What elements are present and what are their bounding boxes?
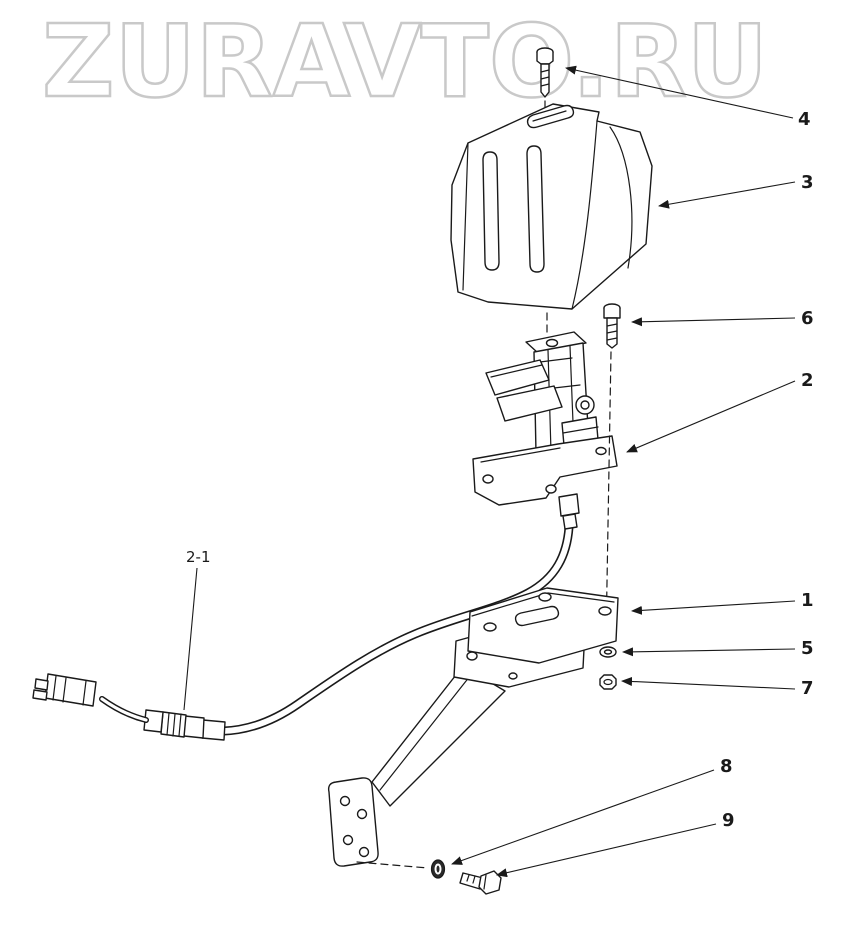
callout-label-8: 8	[720, 756, 733, 777]
lever-assembly-2	[472, 331, 618, 506]
fastener-axis-line	[356, 861, 429, 869]
leader-line-2	[626, 380, 796, 453]
leader-line-3	[658, 181, 796, 209]
leader-line-7	[621, 676, 796, 690]
leader-line-6	[631, 317, 796, 327]
callout-label-5: 5	[801, 638, 814, 659]
mounting-plate-1	[467, 587, 619, 664]
bolt-6-axis-line	[605, 351, 612, 641]
callout-label-7: 7	[801, 678, 814, 699]
lock-washer-8	[430, 859, 446, 879]
nut-7	[599, 674, 617, 690]
callout-label-9: 9	[722, 810, 735, 831]
leader-lines	[183, 65, 796, 878]
screw-4	[536, 47, 554, 117]
cable-connector	[32, 673, 97, 707]
leader-line-4	[565, 65, 794, 119]
control-cable-2-1	[32, 493, 580, 741]
callout-label-3: 3	[801, 172, 814, 193]
watermark-text: ZURAVTO.RU	[42, 3, 768, 120]
callout-label-4: 4	[798, 109, 811, 130]
leader-line-8	[451, 769, 715, 865]
leader-line-1	[631, 600, 796, 615]
leader-line-2-1	[183, 567, 198, 711]
callout-label-2: 2	[801, 370, 814, 391]
bolt-6	[603, 303, 621, 641]
bracket-arm	[327, 665, 506, 867]
cable-adjuster	[143, 709, 226, 741]
bolt-9	[459, 870, 502, 895]
leader-line-5	[622, 647, 796, 657]
washer-5	[599, 646, 617, 658]
leader-line-9	[496, 823, 717, 878]
callout-label-1: 1	[801, 590, 814, 611]
cover-3	[450, 103, 653, 337]
callout-label-6: 6	[801, 308, 814, 329]
callout-label-2-1: 2-1	[186, 548, 211, 566]
